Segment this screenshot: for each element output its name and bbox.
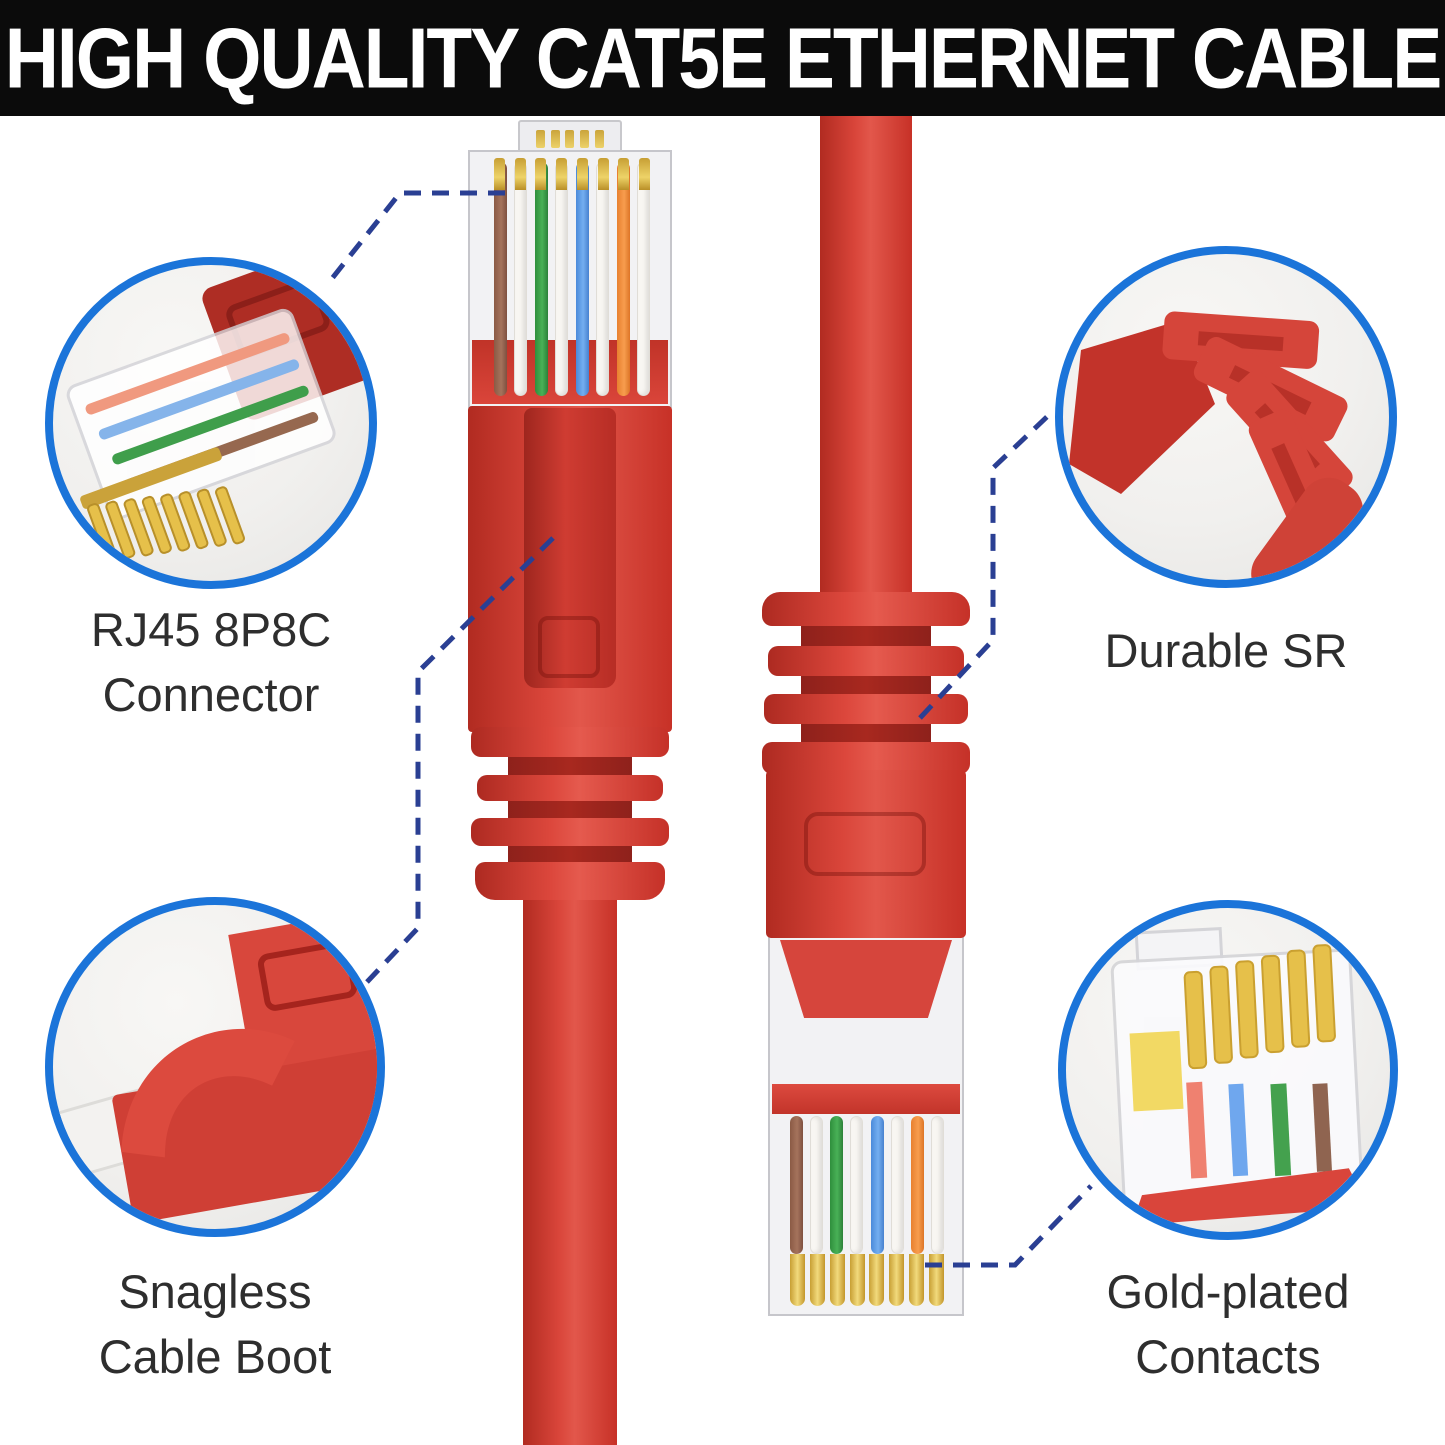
label-line: Gold-plated bbox=[1106, 1265, 1350, 1318]
plug-top-cap bbox=[518, 120, 622, 154]
wire-bundle-top bbox=[494, 162, 650, 396]
sr-rib bbox=[762, 592, 970, 626]
gold-pin bbox=[535, 158, 547, 190]
sr-rib bbox=[764, 694, 968, 724]
label-line: Connector bbox=[102, 668, 320, 721]
wire-white bbox=[810, 1116, 824, 1254]
wire-brown bbox=[494, 162, 507, 396]
gold-pin-tip bbox=[580, 130, 590, 148]
wire-green-stripe bbox=[112, 385, 309, 465]
sr-rib bbox=[768, 646, 964, 676]
gold-pin bbox=[869, 1254, 885, 1306]
red-base bbox=[1131, 1168, 1369, 1226]
rj45-macro-illustration bbox=[66, 265, 369, 562]
gold-pin bbox=[829, 1254, 845, 1306]
label-boot: Snagless Cable Boot bbox=[45, 1259, 385, 1389]
gold-pin bbox=[909, 1254, 925, 1306]
sr-neck bbox=[801, 720, 931, 746]
gold-pins-row-bottom bbox=[790, 1254, 944, 1306]
sr-neck bbox=[801, 622, 931, 650]
wire-white bbox=[596, 162, 610, 396]
sr-cable-end bbox=[1251, 477, 1364, 580]
gold-pin bbox=[618, 158, 630, 190]
contacts-macro-illustration bbox=[1110, 927, 1369, 1226]
gold-pin bbox=[638, 158, 650, 190]
load-bar bbox=[772, 1084, 960, 1114]
gold-pin bbox=[849, 1254, 865, 1306]
sr-rib bbox=[477, 775, 663, 801]
gold-comb bbox=[87, 486, 245, 562]
gold-pin bbox=[809, 1254, 825, 1306]
gold-pin bbox=[494, 158, 505, 190]
callout-circle-sr bbox=[1055, 246, 1397, 588]
gold-pin-tip bbox=[535, 130, 545, 148]
rj45-plug-top bbox=[468, 150, 672, 408]
boot-macro-illustration bbox=[53, 910, 377, 1223]
wire-white bbox=[930, 1116, 944, 1254]
latch-inset-detail bbox=[538, 616, 600, 678]
sr-rib bbox=[471, 727, 669, 757]
boot-latch-tab bbox=[524, 408, 616, 688]
cable-cord-right bbox=[820, 115, 912, 597]
boot-body-right bbox=[766, 770, 966, 938]
wire-blue bbox=[870, 1116, 884, 1254]
wire-bundle-bottom bbox=[790, 1116, 944, 1254]
gold-pin bbox=[889, 1254, 905, 1306]
wire-orange bbox=[910, 1116, 924, 1254]
gold-pin-tip bbox=[565, 130, 575, 148]
sr-rib bbox=[471, 818, 669, 846]
gold-pin bbox=[597, 158, 609, 190]
gold-teeth bbox=[1183, 944, 1336, 1070]
wire-orange bbox=[616, 162, 630, 396]
strain-relief-macro-illustration bbox=[1069, 311, 1364, 580]
title-banner: HIGH QUALITY CAT5E ETHERNET CABLE bbox=[0, 0, 1445, 116]
page-title: HIGH QUALITY CAT5E ETHERNET CABLE bbox=[4, 10, 1442, 106]
callout-circle-rj45 bbox=[45, 257, 377, 589]
label-gold: Gold-plated Contacts bbox=[1048, 1259, 1408, 1389]
wire-white bbox=[850, 1116, 864, 1254]
yellow-contact-block bbox=[1129, 1030, 1184, 1112]
gold-pin-tip bbox=[595, 130, 605, 148]
wire-blue bbox=[575, 162, 589, 396]
clear-housing-shape bbox=[66, 308, 336, 520]
gold-pin bbox=[556, 158, 568, 190]
label-line: Cable Boot bbox=[98, 1330, 332, 1383]
wire-orange-stripe bbox=[85, 333, 290, 415]
wire-white bbox=[514, 162, 528, 396]
gold-pins-row-top bbox=[494, 158, 650, 190]
gold-pin bbox=[928, 1254, 944, 1306]
wire-white bbox=[890, 1116, 904, 1254]
callout-circle-gold bbox=[1058, 900, 1398, 1240]
wire-brown bbox=[790, 1116, 803, 1254]
label-rj45: RJ45 8P8C Connector bbox=[41, 597, 381, 727]
wire-stripes bbox=[1186, 1081, 1333, 1179]
gold-pin bbox=[790, 1254, 805, 1306]
boot-inset-detail bbox=[804, 812, 926, 876]
cable-cord-left bbox=[523, 896, 617, 1445]
wire-white bbox=[636, 162, 650, 396]
sr-neck bbox=[801, 672, 931, 698]
rj45-plug-bottom bbox=[768, 936, 964, 1316]
gold-pin-tip bbox=[550, 130, 560, 148]
wire-white bbox=[555, 162, 569, 396]
label-line: Contacts bbox=[1135, 1330, 1321, 1383]
wire-green bbox=[830, 1116, 844, 1254]
sr-rib bbox=[475, 862, 665, 900]
label-line: Durable SR bbox=[1104, 624, 1348, 677]
gold-pin bbox=[514, 158, 526, 190]
callout-circle-boot bbox=[45, 897, 385, 1237]
boot-shape bbox=[112, 910, 377, 1223]
boot-arch bbox=[121, 1028, 295, 1158]
load-bar-wedge bbox=[780, 940, 952, 1018]
gold-pin bbox=[576, 158, 588, 190]
label-line: Snagless bbox=[118, 1265, 312, 1318]
wire-green bbox=[534, 162, 548, 396]
label-line: RJ45 8P8C bbox=[90, 603, 332, 656]
sr-rib bbox=[762, 742, 970, 774]
wire-blue-stripe bbox=[98, 359, 300, 440]
label-sr: Durable SR bbox=[1046, 618, 1406, 683]
sr-wedge bbox=[1069, 320, 1215, 494]
